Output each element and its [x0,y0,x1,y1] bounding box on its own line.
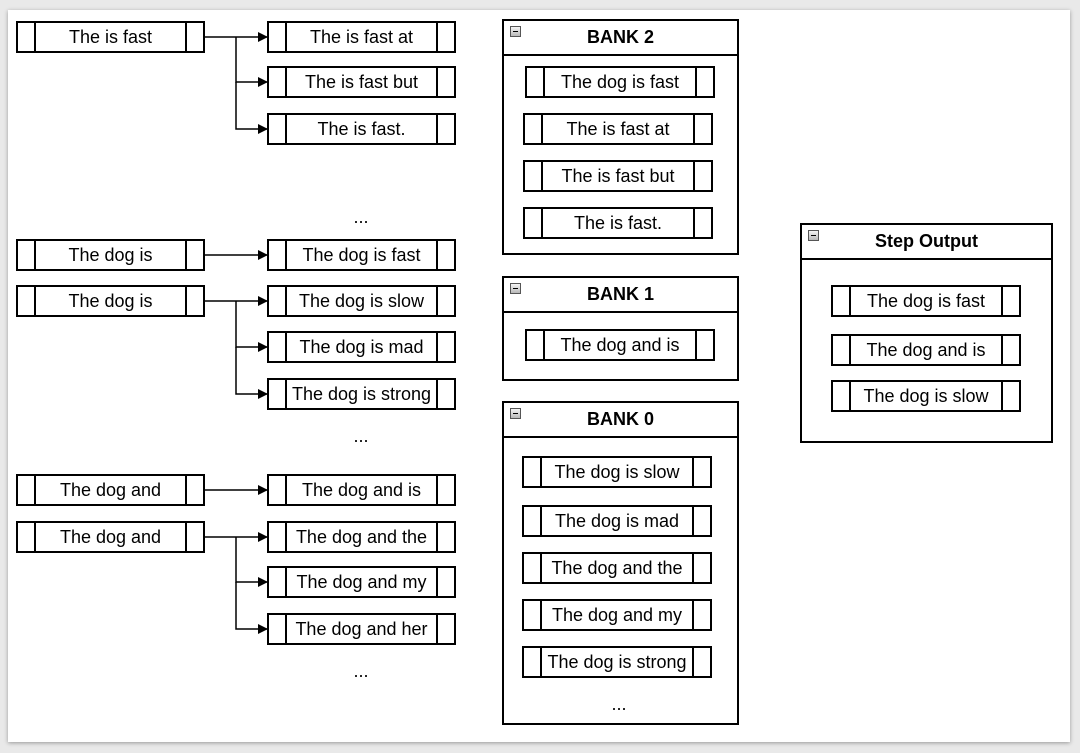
bank-header: BANK 1 [504,278,737,313]
ellipsis: ... [353,426,369,446]
target-node: The dog and my [267,566,456,598]
bank-item: The dog and my [522,599,712,631]
bank-item: The dog is slow [522,456,712,488]
bank-header: BANK 2 [504,21,737,56]
target-node: The is fast. [267,113,456,145]
bank-item: The is fast at [523,113,713,145]
edge-connector [235,82,268,134]
edge-connector [235,347,268,399]
collapse-icon[interactable] [808,230,819,241]
edge-connector [235,37,268,87]
bank-item: The dog and the [522,552,712,584]
bank-item: The dog is mad [522,505,712,537]
target-node: The dog and her [267,613,456,645]
bank-title: BANK 0 [586,409,654,429]
target-node: The is fast at [267,21,456,53]
source-node: The dog and [16,521,205,553]
ellipsis: ... [611,694,627,714]
bank-item: The is fast. [523,207,713,239]
target-node: The dog is strong [267,378,456,410]
ellipsis: ... [353,661,369,681]
target-node: The dog is slow [267,285,456,317]
collapse-icon[interactable] [510,283,521,294]
edge-connector [235,301,268,352]
output-item: The dog and is [831,334,1021,366]
target-node: The dog is mad [267,331,456,363]
bank-title: BANK 2 [586,27,654,47]
collapse-icon[interactable] [510,408,521,419]
target-node: The is fast but [267,66,456,98]
bank-item: The dog is strong [522,646,712,678]
bank-item: The dog and is [525,329,715,361]
edge-connector [235,537,268,587]
output-item: The dog is fast [831,285,1021,317]
source-node: The dog and [16,474,205,506]
target-node: The dog and is [267,474,456,506]
step-output-header: Step Output [802,225,1051,260]
source-node: The is fast [16,21,205,53]
source-node: The dog is [16,285,205,317]
collapse-icon[interactable] [510,26,521,37]
ellipsis: ... [353,207,369,227]
bank-item: The is fast but [523,160,713,192]
bank-header: BANK 0 [504,403,737,438]
bank-1-panel: BANK 1 [502,276,739,381]
output-item: The dog is slow [831,380,1021,412]
source-node: The dog is [16,239,205,271]
target-node: The dog is fast [267,239,456,271]
edge-connector [235,582,268,634]
step-output-title: Step Output [875,231,978,251]
target-node: The dog and the [267,521,456,553]
bank-item: The dog is fast [525,66,715,98]
bank-title: BANK 1 [586,284,654,304]
